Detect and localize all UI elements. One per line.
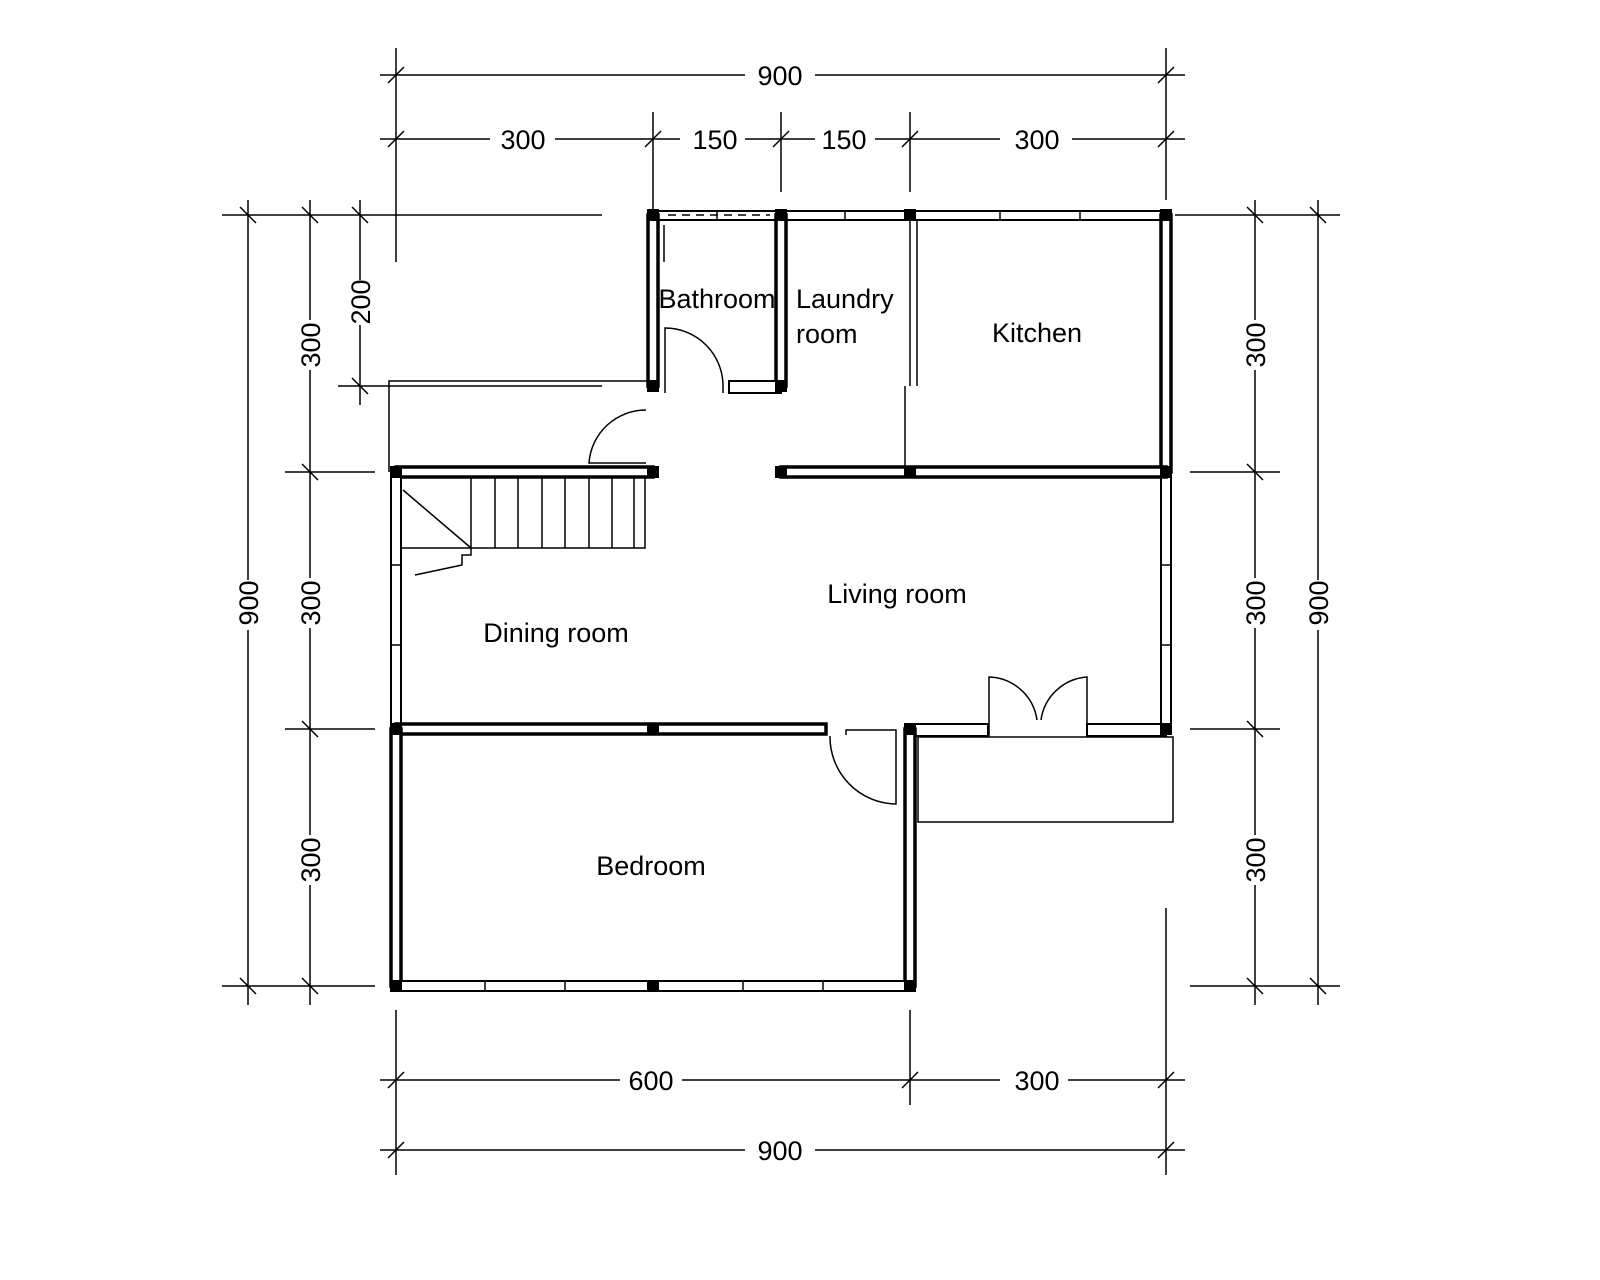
room-label-dining: Dining room: [483, 618, 629, 648]
dim-left-2: 300: [296, 580, 326, 625]
dim-bottom-total: 900: [757, 1136, 802, 1166]
room-label-bathroom: Bathroom: [658, 284, 775, 314]
dim-left-3: 300: [296, 837, 326, 882]
dim-right-1: 300: [1241, 322, 1271, 367]
walls: [388, 209, 1174, 992]
doors: [588, 327, 1088, 805]
dim-left-offset: 200: [346, 279, 376, 324]
dim-top-1: 300: [500, 125, 545, 155]
columns: [390, 209, 1172, 992]
entrance-double-door: [988, 676, 1088, 736]
dim-bottom-1: 600: [628, 1066, 673, 1096]
hall-door: [588, 409, 647, 464]
room-label-bedroom: Bedroom: [596, 851, 706, 881]
dim-right-3: 300: [1241, 837, 1271, 882]
staircase: [401, 477, 646, 576]
dim-top-4: 300: [1014, 125, 1059, 155]
room-labels: Bathroom Laundry room Kitchen Living roo…: [483, 284, 1082, 881]
porch: [917, 736, 1174, 823]
room-label-laundry-2: room: [796, 319, 858, 349]
dim-top-2: 150: [692, 125, 737, 155]
room-label-kitchen: Kitchen: [992, 318, 1082, 348]
room-label-living: Living room: [827, 579, 967, 609]
dim-left-1: 300: [296, 322, 326, 367]
dimension-labels: 900 300 150 150 300 900 300 300 300 200 …: [234, 61, 1334, 1166]
dim-top-3: 150: [821, 125, 866, 155]
dim-left-total: 900: [234, 580, 264, 625]
dim-right-total: 900: [1304, 580, 1334, 625]
dim-bottom-2: 300: [1014, 1066, 1059, 1096]
dimension-lines: [222, 48, 1340, 1175]
room-label-laundry: Laundry: [796, 284, 894, 314]
bathroom-door: [664, 327, 724, 393]
bedroom-door: [829, 729, 897, 805]
dim-top-total: 900: [757, 61, 802, 91]
dim-right-2: 300: [1241, 580, 1271, 625]
